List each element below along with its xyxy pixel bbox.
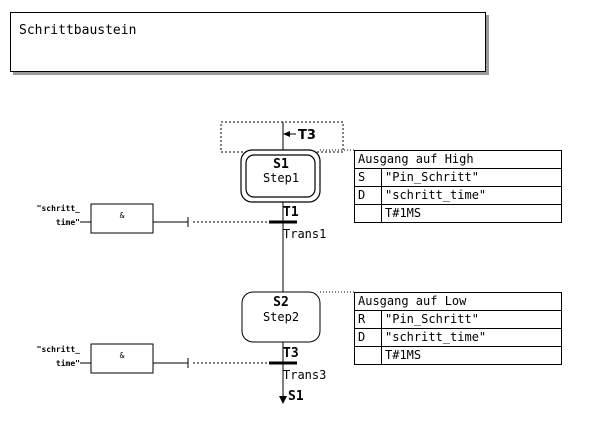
action-block-s1-header: Ausgang auf High bbox=[354, 150, 562, 169]
t1-and-gate[interactable]: & bbox=[90, 203, 154, 234]
action-block-s2: Ausgang auf Low R "Pin_Schritt" D "schri… bbox=[354, 292, 562, 365]
t1-input-label-1: "schritt_ bbox=[37, 203, 81, 213]
step-s2-id: S2 bbox=[273, 295, 289, 310]
transition-t1-name: Trans1 bbox=[283, 227, 326, 241]
action-operand[interactable]: T#1MS bbox=[381, 204, 562, 223]
action-qualifier: D bbox=[354, 186, 382, 205]
step-s2[interactable]: S2 Step2 bbox=[241, 291, 321, 343]
step-s1-name: Step1 bbox=[263, 171, 299, 185]
transition-t3-name: Trans3 bbox=[283, 368, 326, 382]
action-block-s1: Ausgang auf High S "Pin_Schritt" D "schr… bbox=[354, 150, 562, 223]
block-title: Schrittbaustein bbox=[19, 23, 137, 38]
action-qualifier: S bbox=[354, 168, 382, 187]
action-qualifier bbox=[354, 346, 382, 365]
t3-gate-label: & bbox=[120, 351, 125, 360]
jump-in-frame bbox=[220, 121, 344, 153]
action-qualifier: D bbox=[354, 328, 382, 347]
step-s1-id: S1 bbox=[273, 157, 289, 172]
action-operand[interactable]: "Pin_Schritt" bbox=[381, 168, 562, 187]
action-qualifier bbox=[354, 204, 382, 223]
title-box: Schrittbaustein bbox=[10, 12, 486, 72]
transition-t3-id: T3 bbox=[283, 346, 299, 361]
step-s1[interactable]: S1 Step1 bbox=[240, 149, 321, 203]
jump-in-arrow-icon bbox=[283, 131, 290, 137]
action-operand[interactable]: "schritt_time" bbox=[381, 328, 562, 347]
t1-gate-label: & bbox=[120, 211, 125, 220]
jump-out-label: S1 bbox=[288, 389, 304, 404]
step-s2-name: Step2 bbox=[263, 310, 299, 324]
jump-out-arrow-icon bbox=[279, 396, 287, 404]
action-operand[interactable]: "schritt_time" bbox=[381, 186, 562, 205]
action-operand[interactable]: T#1MS bbox=[381, 346, 562, 365]
action-operand[interactable]: "Pin_Schritt" bbox=[381, 310, 562, 329]
t3-input-label-1: "schritt_ bbox=[37, 344, 81, 354]
t3-input-label-2: time" bbox=[56, 358, 80, 368]
transition-t1[interactable]: T1 Trans1 bbox=[269, 205, 326, 241]
action-block-s2-header: Ausgang auf Low bbox=[354, 292, 562, 311]
transition-t1-id: T1 bbox=[283, 205, 299, 220]
t3-and-gate[interactable]: & bbox=[90, 343, 154, 374]
jump-in-label: T3 bbox=[298, 128, 316, 143]
t1-input-label-2: time" bbox=[56, 217, 80, 227]
transition-t3[interactable]: T3 Trans3 bbox=[269, 346, 326, 382]
action-qualifier: R bbox=[354, 310, 382, 329]
